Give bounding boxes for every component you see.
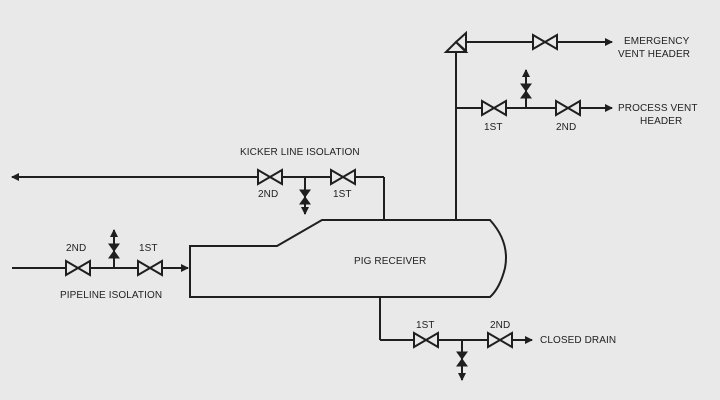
emergency-vent-header-label-2: VENT HEADER: [618, 49, 691, 60]
kicker-vent-valve: [299, 189, 311, 205]
process-vent-header-label-2: HEADER: [640, 116, 683, 127]
emergency-vent-header-label-1: EMERGENCY: [624, 36, 690, 47]
drain-vent-valve: [456, 351, 468, 367]
process-vent-bleed-valve: [520, 83, 532, 99]
process-vent-1st-valve: [481, 99, 507, 117]
process-vent-2nd-valve: [555, 99, 581, 117]
process-vent-2nd-label: 2ND: [556, 122, 577, 133]
pipeline-isolation-label: PIPELINE ISOLATION: [60, 290, 163, 301]
pig-receiver-label: PIG RECEIVER: [354, 256, 427, 267]
drain-2nd-label: 2ND: [490, 320, 511, 331]
process-vent-header-label-1: PROCESS VENT: [618, 103, 698, 114]
kicker-2nd-label: 2ND: [258, 189, 279, 200]
relief-valve: [443, 30, 469, 54]
pipeline-1st-valve: [137, 259, 163, 277]
drain-1st-valve: [413, 331, 439, 349]
kicker-1st-valve: [330, 168, 356, 186]
kicker-2nd-valve: [257, 168, 283, 186]
kicker-line-isolation-label: KICKER LINE ISOLATION: [240, 147, 360, 158]
drain-1st-label: 1ST: [416, 320, 435, 331]
pig-receiver-vessel: [189, 219, 507, 298]
pipeline-2nd-label: 2ND: [66, 243, 87, 254]
pipeline-2nd-valve: [65, 259, 91, 277]
kicker-1st-label: 1ST: [333, 189, 352, 200]
drain-2nd-valve: [487, 331, 513, 349]
process-vent-1st-label: 1ST: [484, 122, 503, 133]
pipeline-1st-label: 1ST: [139, 243, 158, 254]
emergency-vent-valve: [532, 33, 558, 51]
pipeline-vent-valve: [108, 243, 120, 259]
closed-drain-label: CLOSED DRAIN: [540, 335, 617, 346]
